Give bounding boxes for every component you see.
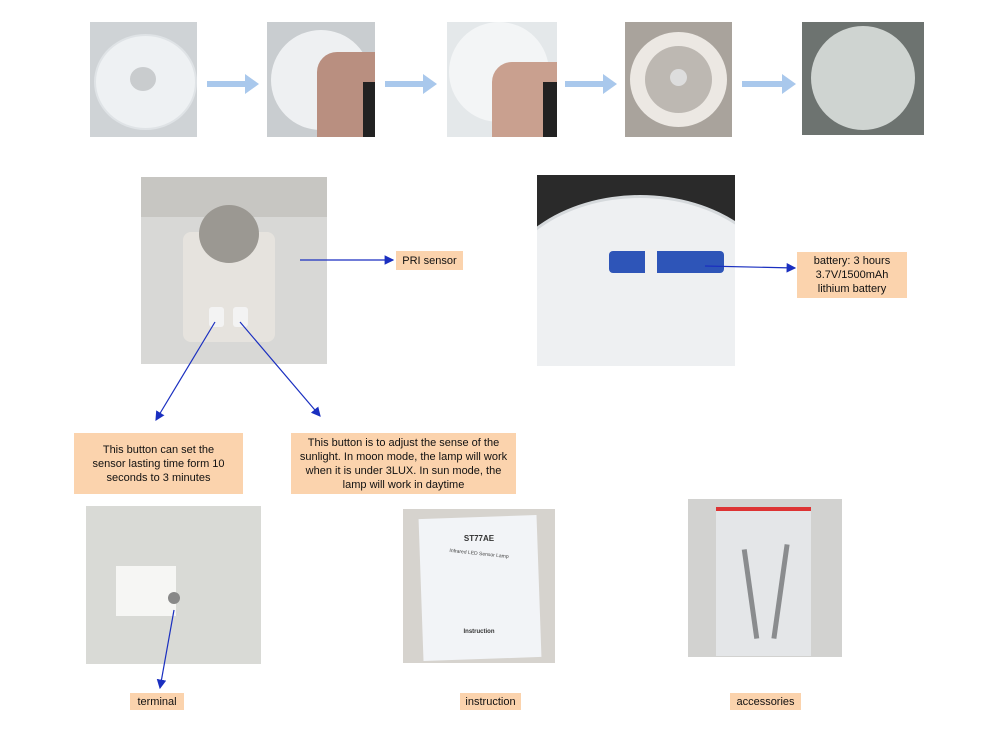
battery-photo (537, 175, 735, 366)
step-arrow-1 (207, 74, 259, 94)
instruction-footer: Instruction (463, 629, 495, 635)
terminal-label: terminal (130, 693, 184, 710)
time-button-label: This button can set the sensor lasting t… (74, 433, 243, 494)
battery-label: battery: 3 hours 3.7V/1500mAh lithium ba… (797, 252, 907, 298)
pir-sensor-photo (141, 177, 327, 364)
step-photo-3 (447, 22, 557, 137)
step-photo-5 (802, 22, 924, 135)
step-arrow-3 (565, 74, 617, 94)
accessories-label: accessories (730, 693, 801, 710)
instruction-model: ST77AE (463, 534, 495, 543)
step-arrow-4 (742, 74, 796, 94)
pri-sensor-label: PRI sensor (396, 251, 463, 270)
instruction-label: instruction (460, 693, 521, 710)
step-photo-2 (267, 22, 375, 137)
accessories-photo (688, 499, 842, 657)
instruction-photo: ST77AE Infrared LED Sensor Lamp Instruct… (403, 509, 555, 663)
step-photo-4 (625, 22, 732, 137)
light-button-label: This button is to adjust the sense of th… (291, 433, 516, 494)
step-photo-1 (90, 22, 197, 137)
terminal-photo (86, 506, 261, 664)
step-arrow-2 (385, 74, 437, 94)
